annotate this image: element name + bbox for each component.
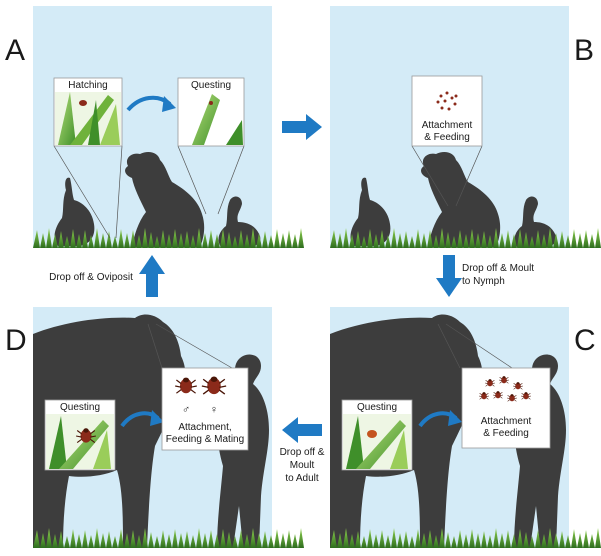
zoom-lines — [53, 145, 245, 239]
arrow-d-to-a-icon — [139, 255, 165, 297]
female-symbol: ♀ — [209, 404, 219, 416]
male-symbol: ♂ — [181, 404, 191, 416]
feeding-label-b: Attachment & Feeding — [421, 120, 473, 143]
larva-tick-icon — [209, 101, 213, 105]
attachment-feeding-inset — [461, 367, 551, 449]
questing-label-d: Questing — [59, 402, 101, 413]
transition-d-to-a-label: Drop off & Oviposit — [49, 272, 133, 283]
panel-letter-b: B — [574, 34, 595, 67]
mating-label-d: Attachment, Feeding & Mating — [165, 422, 245, 445]
hatching-label: Hatching — [68, 80, 108, 91]
rabbit-silhouette — [54, 177, 95, 246]
panel-b — [330, 6, 601, 248]
arrow-b-to-c-icon — [436, 255, 462, 297]
tick-egg-icon — [79, 100, 87, 106]
zoom-lines — [437, 323, 513, 369]
questing-label-c: Questing — [356, 402, 398, 413]
larvae-cluster-icon — [436, 91, 458, 111]
zoom-lines — [147, 323, 233, 369]
rabbit-silhouette — [350, 177, 391, 246]
panel-d — [33, 307, 304, 548]
transition-b-to-c-label: Drop off & Moult to Nymph — [462, 263, 535, 287]
panel-a — [33, 6, 304, 248]
questing-inset — [177, 77, 245, 147]
questing-inset — [341, 399, 413, 471]
dog-silhouette — [421, 152, 501, 247]
nymph-tick-icon — [367, 430, 377, 438]
panel-letter-a: A — [5, 34, 26, 67]
dog-silhouette — [125, 152, 205, 247]
transition-c-to-d-label: Drop off & Moult to Adult — [279, 447, 325, 484]
duck-silhouette — [514, 196, 557, 248]
questing-label-a: Questing — [190, 80, 232, 91]
feeding-label-c: Attachment & Feeding — [480, 416, 532, 439]
panel-c — [330, 307, 601, 548]
panel-letter-c: C — [574, 324, 596, 357]
arrow-a-to-b-icon — [282, 114, 322, 140]
zoom-lines — [411, 145, 483, 207]
panel-letter-d: D — [5, 324, 27, 357]
attachment-feeding-inset — [411, 75, 483, 147]
hatching-inset — [53, 77, 123, 147]
questing-inset — [44, 399, 116, 471]
arrow-c-to-d-icon — [282, 417, 322, 443]
mating-inset — [161, 367, 249, 451]
